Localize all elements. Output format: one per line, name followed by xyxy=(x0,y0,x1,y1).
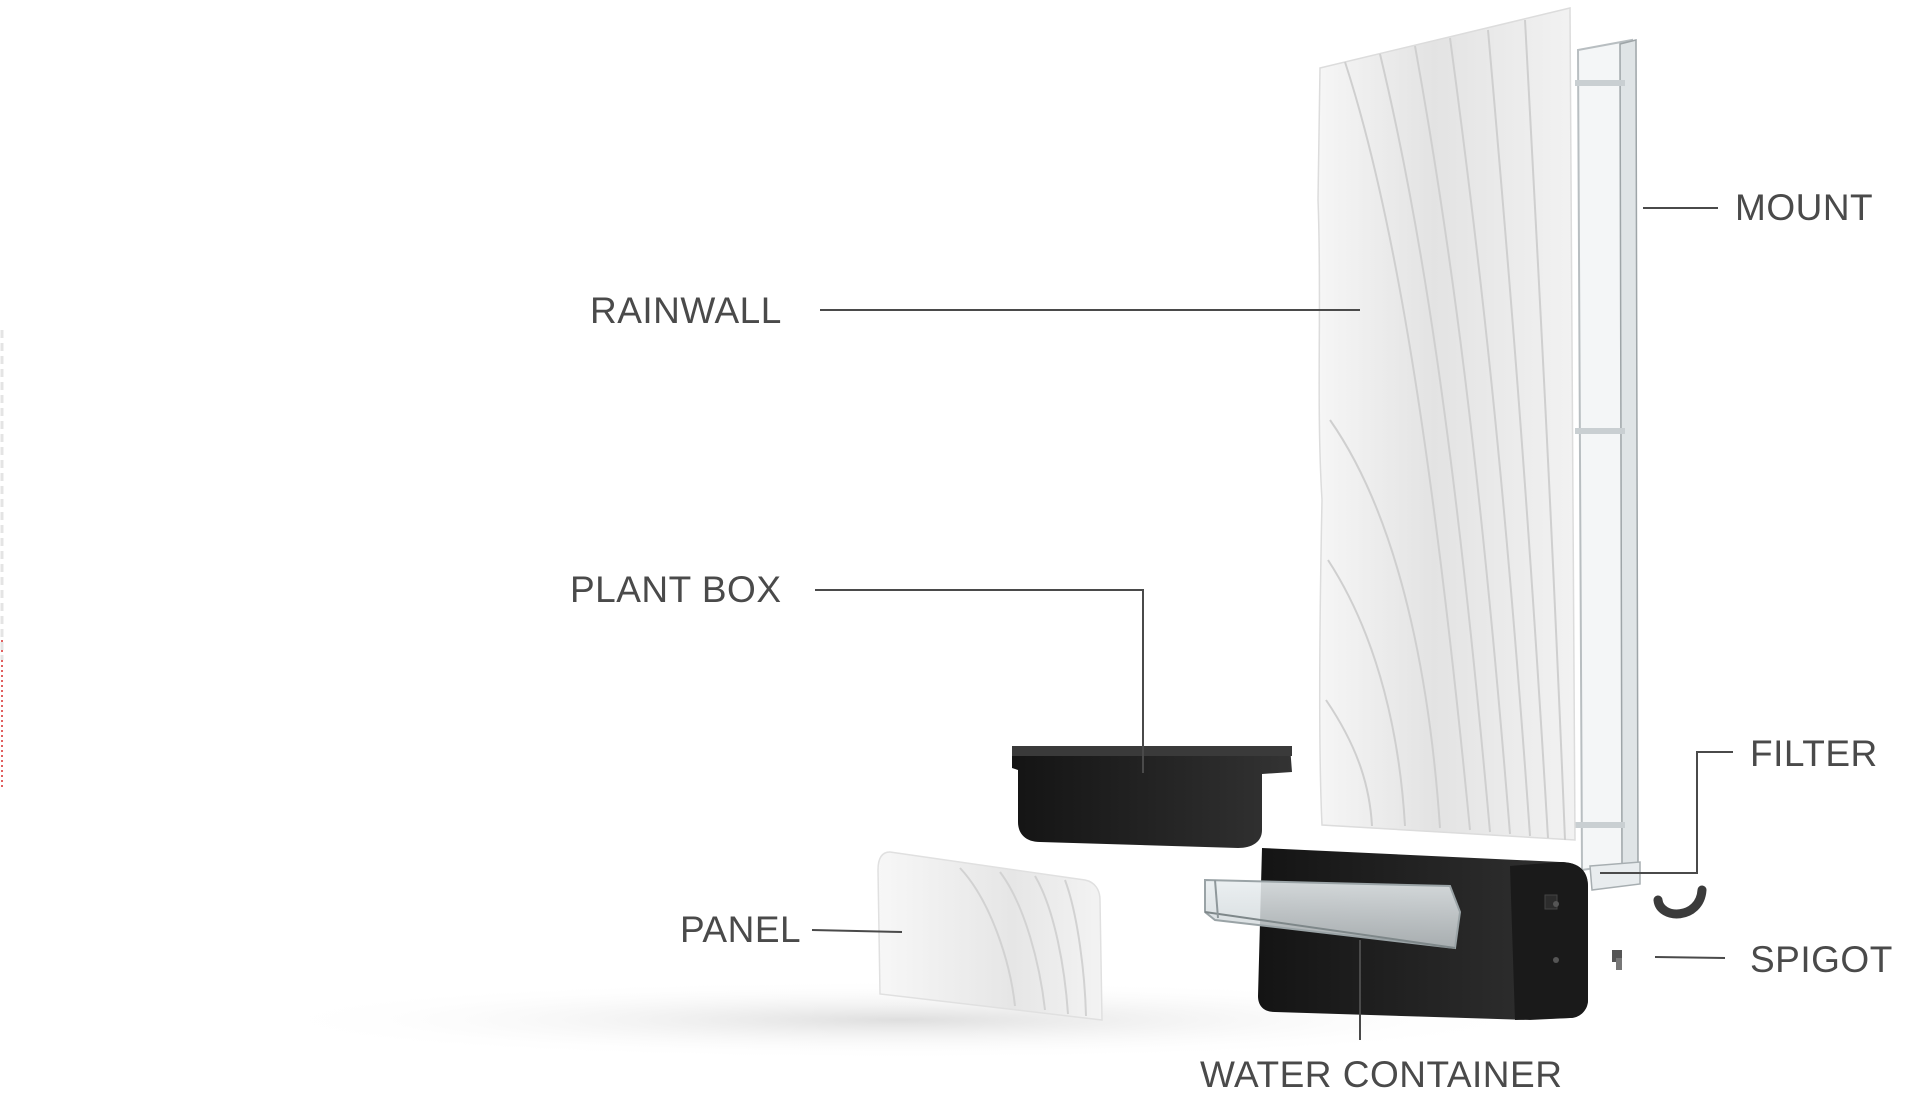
mount-label: MOUNT xyxy=(1735,187,1874,228)
panel-piece xyxy=(877,851,1103,1021)
spigot-label: SPIGOT xyxy=(1750,939,1893,980)
spigot-pipe xyxy=(1653,885,1707,919)
rainwall-panel xyxy=(1317,7,1576,841)
filter xyxy=(1589,861,1641,891)
plant-box-leader xyxy=(815,589,1144,773)
panel-leader xyxy=(811,929,903,933)
plant-box xyxy=(1012,746,1292,848)
leader-lines xyxy=(811,207,1733,1040)
plant-box-label: PLANT BOX xyxy=(570,569,782,610)
spigot xyxy=(1612,950,1622,970)
glass-tray xyxy=(1204,878,1462,950)
panel-label: PANEL xyxy=(680,909,802,950)
rainwall-label: RAINWALL xyxy=(590,290,782,331)
water-container-label: WATER CONTAINER xyxy=(1200,1054,1563,1095)
filter-leader xyxy=(1600,751,1733,874)
ground-shadow xyxy=(250,980,1550,1060)
spigot-leader xyxy=(1654,956,1726,959)
mount-frame xyxy=(1575,38,1639,872)
filter-label: FILTER xyxy=(1750,733,1878,774)
